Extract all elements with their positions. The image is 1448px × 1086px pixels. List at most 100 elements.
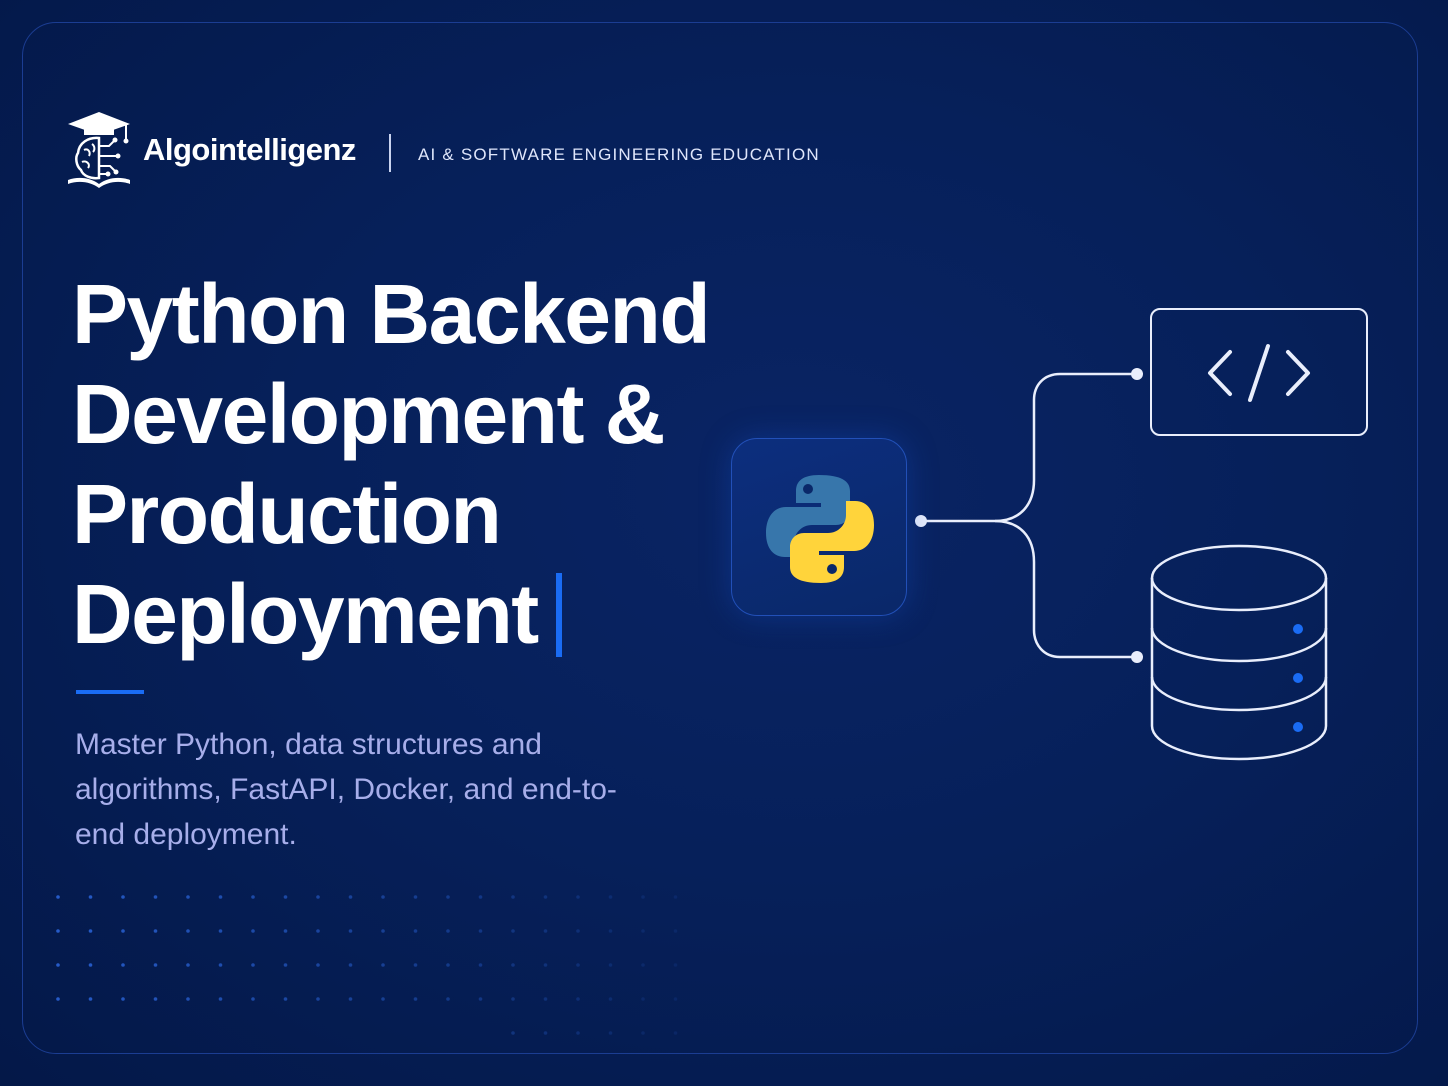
database-icon bbox=[1150, 544, 1328, 761]
title-line: Development & bbox=[72, 367, 665, 461]
grid-dot bbox=[218, 963, 223, 967]
grid-dot bbox=[56, 997, 60, 1001]
grid-dot bbox=[576, 997, 580, 1001]
grid-dot bbox=[381, 929, 385, 933]
grid-dot bbox=[56, 895, 60, 899]
grid-dot bbox=[511, 963, 515, 967]
grid-dot bbox=[186, 895, 190, 899]
grid-dot bbox=[153, 997, 158, 1001]
grid-dot bbox=[608, 997, 613, 1001]
brand-name: Algointelligenz bbox=[143, 132, 356, 167]
grid-dot bbox=[348, 963, 353, 967]
grid-dot bbox=[88, 997, 93, 1001]
grid-dot bbox=[608, 929, 613, 933]
grid-dot bbox=[543, 997, 548, 1001]
grid-dot bbox=[446, 895, 450, 899]
grid-dot bbox=[316, 895, 320, 899]
grid-dot bbox=[641, 997, 645, 1001]
grid-dot bbox=[348, 997, 353, 1001]
grid-dot bbox=[413, 895, 418, 899]
grid-dot bbox=[576, 1031, 580, 1035]
grid-dot bbox=[348, 929, 353, 933]
brand-tagline: AI & SOFTWARE ENGINEERING EDUCATION bbox=[418, 145, 820, 164]
grid-dot bbox=[543, 929, 548, 933]
grid-dot bbox=[576, 929, 580, 933]
grid-dot bbox=[316, 963, 320, 967]
grid-dot bbox=[673, 1031, 678, 1035]
grid-dot bbox=[283, 895, 288, 899]
grid-dot bbox=[251, 963, 255, 967]
grid-dot bbox=[673, 929, 678, 933]
grid-dot bbox=[641, 963, 645, 967]
grid-dot bbox=[478, 997, 483, 1001]
text-cursor bbox=[555, 573, 562, 657]
grid-dot bbox=[153, 963, 158, 967]
python-tile bbox=[731, 438, 907, 616]
code-tags-icon bbox=[1208, 344, 1310, 402]
subtitle: Master Python, data structures and algor… bbox=[75, 728, 617, 851]
grid-dot bbox=[608, 963, 613, 967]
grid-dot bbox=[88, 963, 93, 967]
grid-dot bbox=[121, 895, 125, 899]
grid-dot bbox=[608, 895, 613, 899]
card-frame bbox=[22, 22, 1418, 1054]
accent-bar bbox=[76, 690, 144, 694]
grid-dot bbox=[218, 929, 223, 933]
grid-dot bbox=[673, 963, 678, 967]
grid-dot bbox=[413, 929, 418, 933]
grid-dot bbox=[186, 963, 190, 967]
grid-dot bbox=[446, 997, 450, 1001]
brand-divider bbox=[389, 134, 391, 172]
grid-dot bbox=[543, 963, 548, 967]
python-logo-icon bbox=[766, 475, 874, 583]
grid-dot bbox=[153, 929, 158, 933]
grid-dot bbox=[576, 963, 580, 967]
grid-dot bbox=[478, 895, 483, 899]
grid-dot bbox=[511, 997, 515, 1001]
grid-dot bbox=[413, 997, 418, 1001]
grid-dot bbox=[381, 997, 385, 1001]
grid-dot bbox=[251, 997, 255, 1001]
grid-dot bbox=[381, 895, 385, 899]
grid-dot bbox=[283, 929, 288, 933]
grid-dot bbox=[478, 963, 483, 967]
grid-dot bbox=[251, 929, 255, 933]
grid-dot bbox=[283, 963, 288, 967]
grid-dot bbox=[186, 997, 190, 1001]
grid-dot bbox=[88, 895, 93, 899]
grid-dot bbox=[251, 895, 255, 899]
grid-dot bbox=[641, 929, 645, 933]
grid-dot bbox=[56, 929, 60, 933]
grid-dot bbox=[673, 997, 678, 1001]
brand-logo-icon bbox=[68, 112, 130, 188]
grid-dot bbox=[121, 929, 125, 933]
grid-dot bbox=[121, 963, 125, 967]
grid-dot bbox=[673, 895, 678, 899]
title-line-last: Deployment bbox=[72, 564, 709, 664]
grid-dot bbox=[543, 1031, 548, 1035]
grid-dot bbox=[608, 1031, 613, 1035]
grid-dot bbox=[56, 963, 60, 967]
grid-dot bbox=[121, 997, 125, 1001]
grid-dot bbox=[511, 895, 515, 899]
title-line: Deployment bbox=[72, 567, 539, 661]
grid-dot bbox=[641, 1031, 645, 1035]
grid-dot bbox=[283, 997, 288, 1001]
page-title: Python Backend Development & Production … bbox=[72, 264, 711, 664]
grid-dot bbox=[88, 929, 93, 933]
grid-dot bbox=[641, 895, 645, 899]
grid-dot bbox=[413, 963, 418, 967]
grid-dot bbox=[511, 1031, 515, 1035]
grid-dot bbox=[478, 929, 483, 933]
grid-dot bbox=[153, 895, 158, 899]
grid-dot bbox=[316, 997, 320, 1001]
grid-dot bbox=[218, 895, 223, 899]
grid-dot bbox=[186, 929, 190, 933]
grid-dot bbox=[316, 929, 320, 933]
grid-dot bbox=[348, 895, 353, 899]
dot-grid-decoration bbox=[56, 895, 678, 1035]
grid-dot bbox=[446, 929, 450, 933]
grid-dot bbox=[543, 895, 548, 899]
grid-dot bbox=[381, 963, 385, 967]
